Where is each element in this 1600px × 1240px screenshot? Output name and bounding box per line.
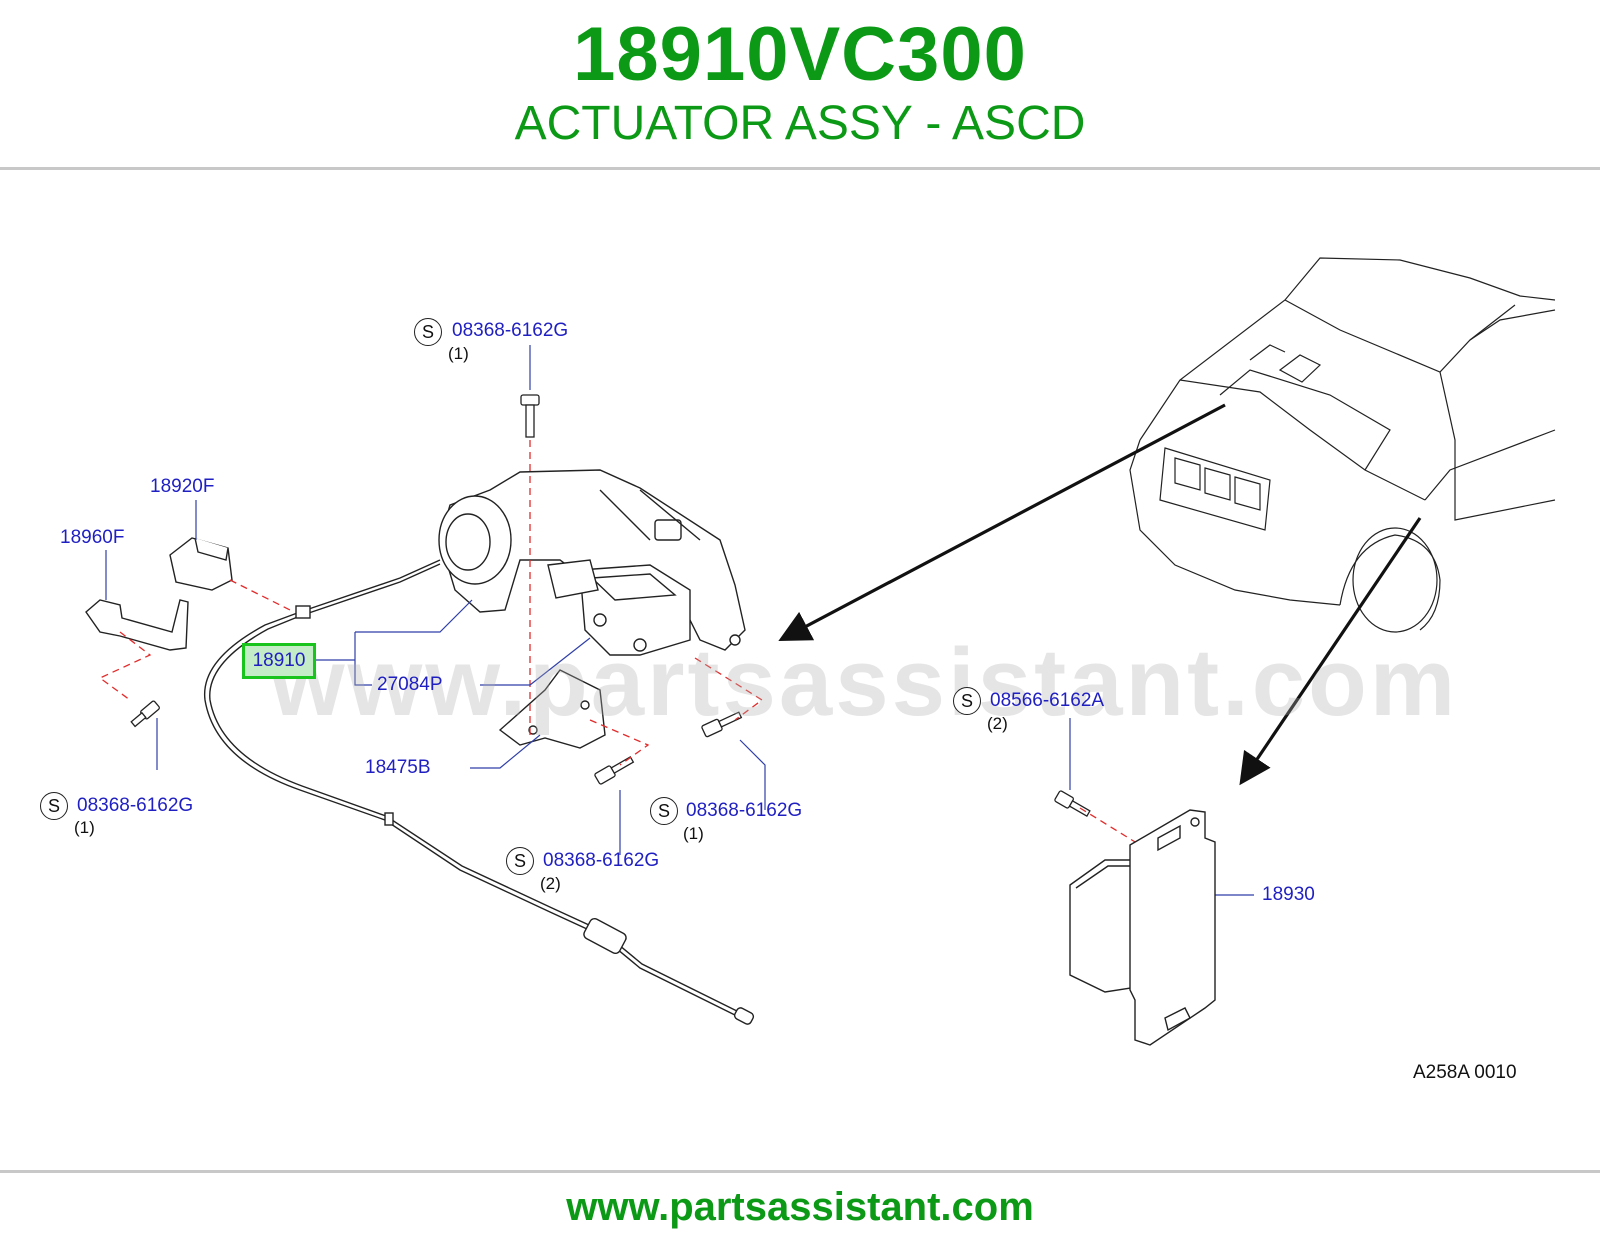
callout-08566-6162A[interactable]: 08566-6162A [990, 690, 1105, 711]
control-unit-18930-drawing [1069, 809, 1216, 1046]
callout-18910-highlighted[interactable]: 18910 [242, 643, 316, 679]
callout-08368-6162G-left[interactable]: 08368-6162G [77, 795, 194, 816]
throttle-cable-drawing [203, 559, 755, 1025]
quantity-label: (1) [74, 818, 95, 837]
callout-08368-6162G-right[interactable]: 08368-6162G [686, 800, 803, 821]
quantity-label: (1) [683, 824, 704, 843]
bracket-18475B-drawing [498, 669, 606, 749]
dashed-relation-lines [98, 440, 1141, 846]
bolt-drawings [130, 394, 1091, 817]
vehicle-outline-drawing [1129, 257, 1556, 633]
bracket-18960F-drawing [85, 599, 189, 651]
callout-08368-6162G-top[interactable]: 08368-6162G [452, 320, 569, 341]
actuator-assembly-drawing [438, 469, 746, 656]
quantity-label: (2) [540, 874, 561, 893]
standard-part-mark: S [650, 797, 678, 825]
footer-website-link[interactable]: www.partsassistant.com [566, 1185, 1034, 1229]
callout-18920F[interactable]: 18920F [150, 476, 215, 497]
standard-part-mark: S [953, 687, 981, 715]
callout-08368-6162G-middle[interactable]: 08368-6162G [543, 850, 660, 871]
page-header: 18910VC300 ACTUATOR ASSY - ASCD [0, 0, 1600, 170]
callout-27084P[interactable]: 27084P [377, 674, 443, 695]
footer-divider [0, 1170, 1600, 1173]
quantity-label: (1) [448, 344, 469, 363]
part-description-title: ACTUATOR ASSY - ASCD [514, 97, 1086, 150]
leader-lines [105, 345, 1254, 896]
quantity-label: (2) [987, 714, 1008, 733]
standard-part-mark: S [40, 792, 68, 820]
standard-part-mark: S [506, 847, 534, 875]
bracket-18920F-drawing [169, 537, 233, 591]
header-divider [0, 167, 1600, 170]
standard-part-mark: S [414, 318, 442, 346]
part-number-title: 18910VC300 [573, 12, 1027, 97]
callout-18475B[interactable]: 18475B [365, 757, 431, 778]
callout-18960F[interactable]: 18960F [60, 527, 125, 548]
location-arrows [778, 403, 1422, 786]
callout-18930[interactable]: 18930 [1262, 884, 1315, 905]
diagram-reference-code: A258A 0010 [1413, 1062, 1517, 1083]
